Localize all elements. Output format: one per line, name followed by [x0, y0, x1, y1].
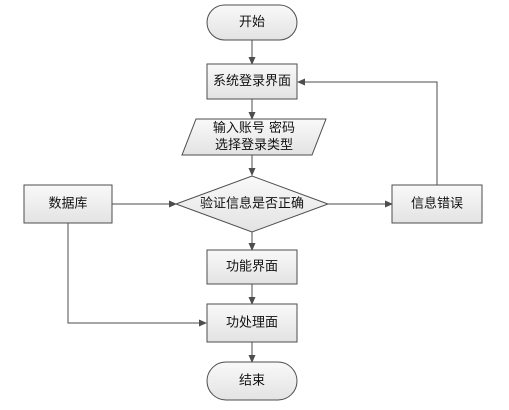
node-input-line1: 输入账号 密码: [213, 120, 295, 136]
node-error-label: 信息错误: [411, 196, 463, 212]
node-database: 数据库: [23, 184, 113, 224]
node-function-label: 功能界面: [226, 260, 278, 275]
node-input: 输入账号 密码 选择登录类型: [181, 118, 327, 156]
node-end-label: 结束: [239, 374, 265, 389]
node-function: 功能界面: [206, 249, 298, 285]
node-verify: 验证信息是否正确: [174, 175, 330, 233]
node-process-label: 功处理面: [226, 316, 278, 331]
node-end: 结束: [206, 361, 298, 401]
node-error: 信息错误: [391, 184, 483, 224]
node-database-label: 数据库: [48, 196, 87, 212]
node-login: 系统登录界面: [206, 63, 298, 100]
node-start-label: 开始: [239, 15, 265, 30]
node-start: 开始: [206, 4, 298, 41]
node-login-label: 系统登录界面: [213, 74, 291, 89]
node-process: 功处理面: [206, 303, 298, 343]
edge-error-to-login: [297, 78, 438, 185]
edge-database-to-process: [67, 223, 207, 327]
node-input-line2: 选择登录类型: [215, 138, 293, 153]
node-verify-label: 验证信息是否正确: [200, 196, 304, 212]
